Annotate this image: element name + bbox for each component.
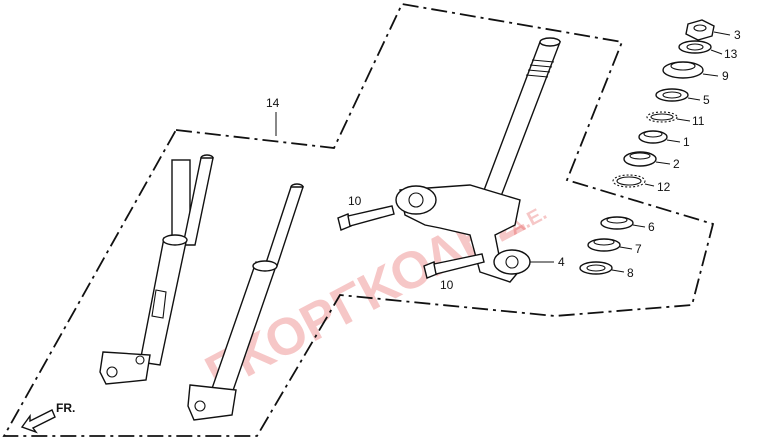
callout-2: 2 (673, 157, 680, 171)
bearing-stack: 3 13 9 5 11 1 2 12 (579, 19, 741, 280)
left-fork-inner-tube (182, 157, 214, 246)
callout-10-lower: 10 (440, 278, 454, 292)
pinch-bolt-lower (423, 253, 485, 279)
left-clamp-bore (408, 192, 424, 208)
callout-11: 11 (692, 114, 705, 128)
callout-3: 3 (734, 28, 741, 42)
callout-9: 9 (722, 69, 729, 83)
steering-stem (395, 37, 562, 283)
stem-thread-4 (525, 74, 549, 78)
steering-stem-top (539, 37, 561, 47)
left-clamp-boss (395, 185, 437, 215)
front-label: FR. (56, 401, 75, 415)
callout-1: 1 (683, 135, 690, 149)
callout-7: 7 (635, 242, 642, 256)
callout-6: 6 (648, 220, 655, 234)
left-fork-axle-lug (99, 351, 151, 385)
right-fork-inner-tube (264, 186, 304, 267)
left-fork-axle-hole (106, 366, 118, 378)
callout-8: 8 (627, 266, 634, 280)
steel-balls-part-11 (646, 111, 678, 123)
dust-seal-part-8 (579, 261, 613, 275)
stem-thread-1 (531, 59, 555, 63)
right-clamp-bore (505, 255, 519, 269)
stem-thread-3 (527, 69, 551, 73)
left-fork-slider (139, 237, 187, 366)
callout-12: 12 (657, 180, 671, 194)
callout-10-upper: 10 (348, 194, 362, 208)
front-direction-indicator: FR. (20, 401, 75, 434)
ball-race-part-5 (655, 88, 689, 102)
washer-part-13 (678, 40, 712, 54)
front-arrow-icon (20, 409, 56, 434)
lock-nut-part-3 (685, 19, 715, 41)
left-fork-axle-bolt (135, 355, 145, 365)
right-fork-leg (187, 183, 304, 421)
bolt-shank-upper (347, 205, 395, 227)
left-fork-bracket (151, 289, 167, 319)
right-fork-axle-hole (194, 400, 206, 412)
pinch-bolt-upper (337, 205, 395, 231)
callout-4: 4 (558, 255, 565, 269)
assembly-boundary (2, 2, 715, 437)
bolt-shank-lower (433, 253, 485, 275)
callout-13: 13 (724, 47, 738, 61)
callout-5: 5 (703, 93, 710, 107)
stem-thread-2 (529, 64, 553, 68)
right-clamp-boss (493, 249, 531, 275)
left-fork-seal (162, 234, 188, 246)
left-fork-leg (99, 154, 214, 385)
steel-balls-part-12 (612, 174, 646, 188)
right-fork-seal (252, 260, 278, 272)
group-label: 14 (266, 96, 280, 110)
right-fork-axle-lug (187, 384, 237, 421)
lock-nut-bore (693, 24, 707, 32)
